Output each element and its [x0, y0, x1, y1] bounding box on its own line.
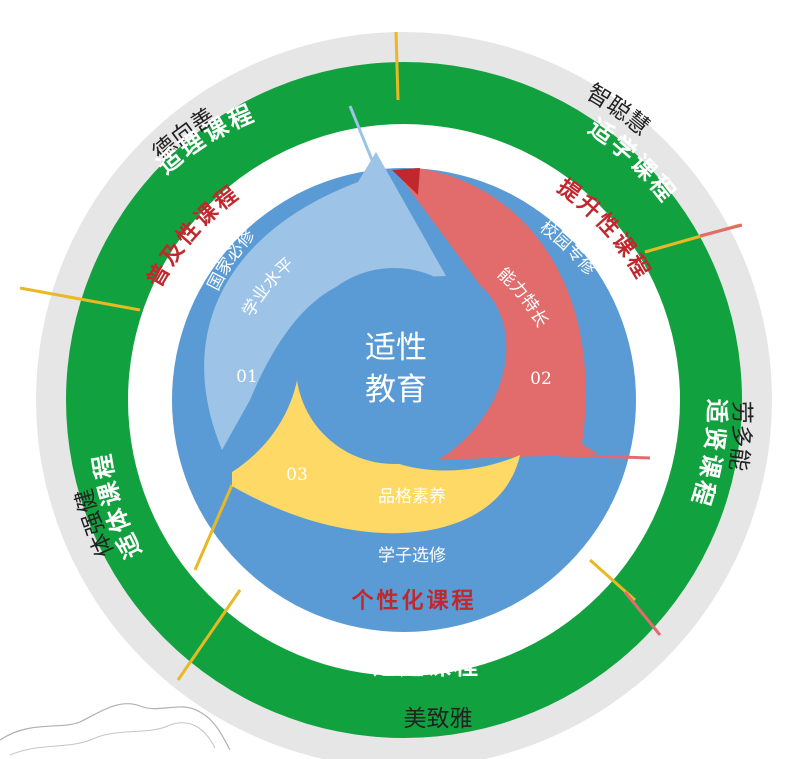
- outer-label-bottom: 美致雅: [404, 706, 473, 732]
- arrow-02-tip: [392, 168, 420, 195]
- arrow-02: [398, 168, 598, 460]
- center-title-line1: 适性: [365, 330, 427, 366]
- divider-bottom-left: [176, 589, 242, 681]
- decorative-sketch-2: [9, 722, 216, 756]
- arrow-03-label: 品格素养: [378, 487, 446, 507]
- decorative-sketch: [0, 703, 231, 751]
- center-circle: [296, 268, 492, 464]
- arrow-03-number: 03: [286, 465, 308, 485]
- red-label-bottom: 个性化课程: [351, 588, 476, 614]
- divider-arrow-red: [559, 453, 651, 460]
- divider-top: [394, 31, 400, 101]
- outer-label-right: 劳多能: [724, 401, 754, 473]
- divider-bottom-right-red: [623, 591, 662, 636]
- blue-label-bottom: 学子选修: [378, 546, 446, 566]
- divider-arrow-lightblue: [348, 105, 374, 161]
- arrow-01-number: 01: [236, 367, 258, 387]
- divider-top-right-red: [699, 223, 743, 238]
- green-label-bottom: 适趣课程: [373, 652, 481, 680]
- center-title-line2: 教育: [365, 372, 427, 408]
- divider-left: [19, 286, 141, 312]
- divider-arrow-yellow: [193, 484, 234, 571]
- arrow-01: [204, 152, 446, 450]
- arrow-02-number: 02: [530, 369, 552, 389]
